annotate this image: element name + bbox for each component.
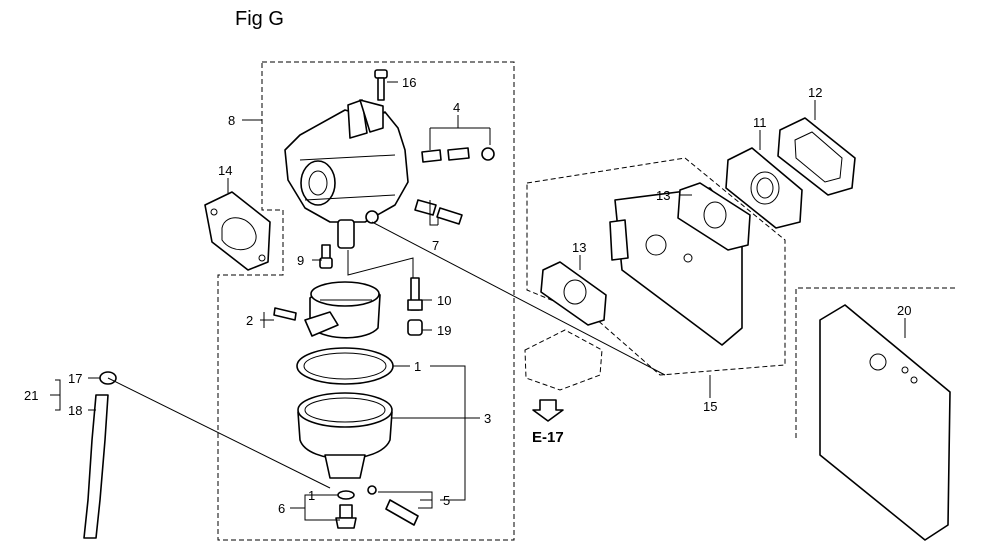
callout-15: 15 (703, 399, 717, 414)
drain-washer (337, 490, 355, 500)
callout-18: 18 (68, 403, 82, 418)
figure-title: Fig G (235, 8, 284, 30)
callout-13-lower: 13 (572, 240, 586, 255)
float-assembly (304, 281, 381, 339)
float-chamber (297, 392, 393, 479)
callout-2: 2 (246, 313, 253, 328)
drain-screw-5 (367, 485, 419, 526)
callout-8: 8 (228, 113, 235, 128)
screw-part (374, 69, 388, 101)
callout-14: 14 (218, 163, 232, 178)
callout-1-lower: 1 (308, 488, 315, 503)
gasket-13-lower (540, 261, 607, 326)
callout-11: 11 (753, 115, 767, 130)
float-pin-2 (273, 307, 297, 321)
gasket-12 (777, 117, 856, 196)
reference-label: E-17 (532, 429, 564, 446)
callout-numbers: 16 8 4 14 7 9 10 2 19 1 3 5 1 6 21 17 18… (24, 75, 911, 516)
insulator-11 (725, 147, 803, 229)
float-chamber-gasket (296, 347, 394, 385)
gasket-14 (204, 191, 271, 271)
alignment-line (371, 221, 666, 376)
drain-bolt-6 (335, 504, 357, 529)
tube-alignment-line (107, 377, 331, 489)
reference-arrow (532, 399, 564, 422)
callout-9: 9 (297, 253, 304, 268)
throttle-stop-screw (414, 199, 463, 225)
panel-group-boundary (795, 287, 955, 438)
leader-lines (50, 81, 906, 521)
callout-10: 10 (437, 293, 451, 308)
fuel-tube-18 (83, 394, 109, 539)
callout-7: 7 (432, 238, 439, 253)
callout-16: 16 (402, 75, 416, 90)
jet-19 (407, 319, 423, 336)
main-jet-9 (319, 244, 333, 269)
callout-17: 17 (68, 371, 82, 386)
callout-20: 20 (897, 303, 911, 318)
callout-19: 19 (437, 323, 451, 338)
callout-4: 4 (453, 100, 460, 115)
callout-5: 5 (443, 493, 450, 508)
pilot-screw-set (421, 147, 495, 163)
carburetor-body (284, 99, 409, 249)
callout-1-upper: 1 (414, 359, 421, 374)
callout-21: 21 (24, 388, 38, 403)
carburetor-group-boundary (217, 61, 515, 541)
callout-3: 3 (484, 411, 491, 426)
callout-6: 6 (278, 501, 285, 516)
callout-13-upper: 13 (656, 188, 670, 203)
insulator-group-boundary (526, 157, 786, 376)
ghost-bracket (524, 329, 603, 391)
gasket-13-upper (677, 182, 751, 251)
nozzle-10 (407, 277, 423, 311)
panel-20 (819, 304, 951, 541)
callout-12: 12 (808, 85, 822, 100)
